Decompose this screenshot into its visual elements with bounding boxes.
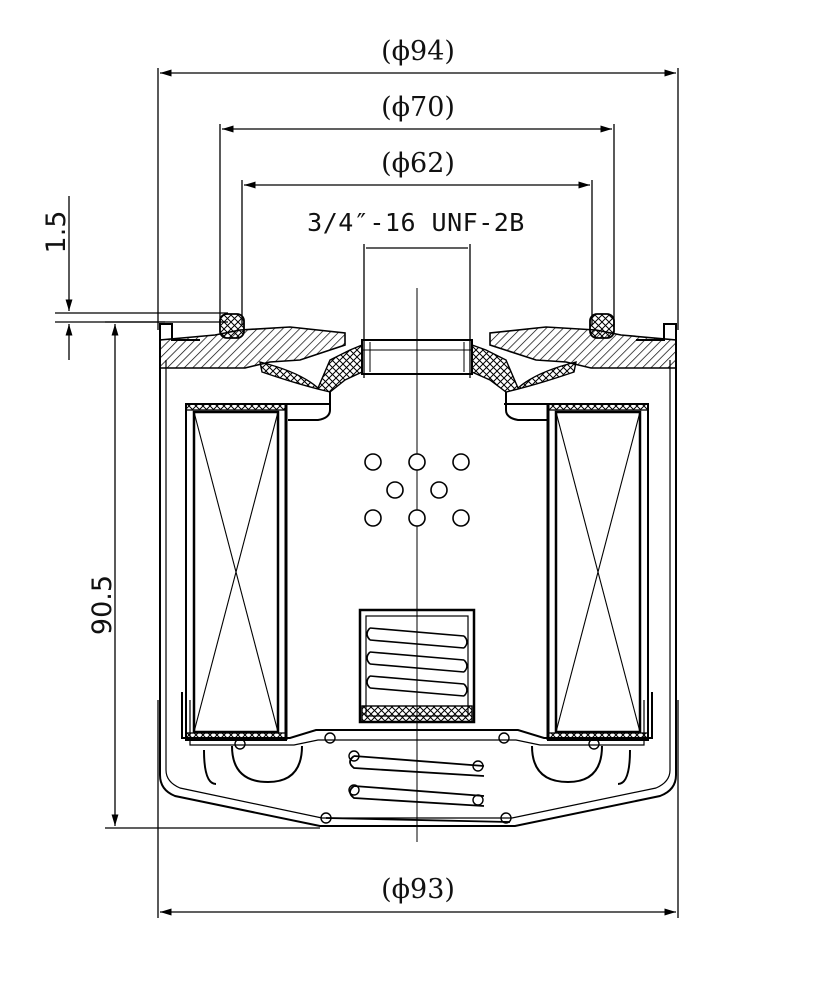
dim-thread-spec: 3/4″-16 UNF-2B (307, 208, 525, 237)
dim-gasket-diameter: (ϕ70) (381, 92, 455, 123)
dim-outer-top-diameter: (ϕ94) (381, 36, 455, 67)
filter-element-right (504, 403, 649, 741)
bottom-spring (181, 692, 653, 824)
filter-element-left (185, 403, 330, 741)
dim-overall-height: 90.5 (87, 575, 118, 635)
threaded-bore (288, 339, 548, 421)
dimension-lines (55, 68, 679, 918)
gasket (219, 313, 615, 339)
dim-gasket-height: 1.5 (41, 211, 72, 254)
dim-outer-bottom-diameter: (ϕ93) (381, 874, 455, 905)
base-plate (159, 326, 677, 393)
bypass-valve (358, 608, 476, 724)
center-tube-holes (364, 453, 470, 527)
dim-gasket-inner-diameter: (ϕ62) (381, 148, 455, 179)
